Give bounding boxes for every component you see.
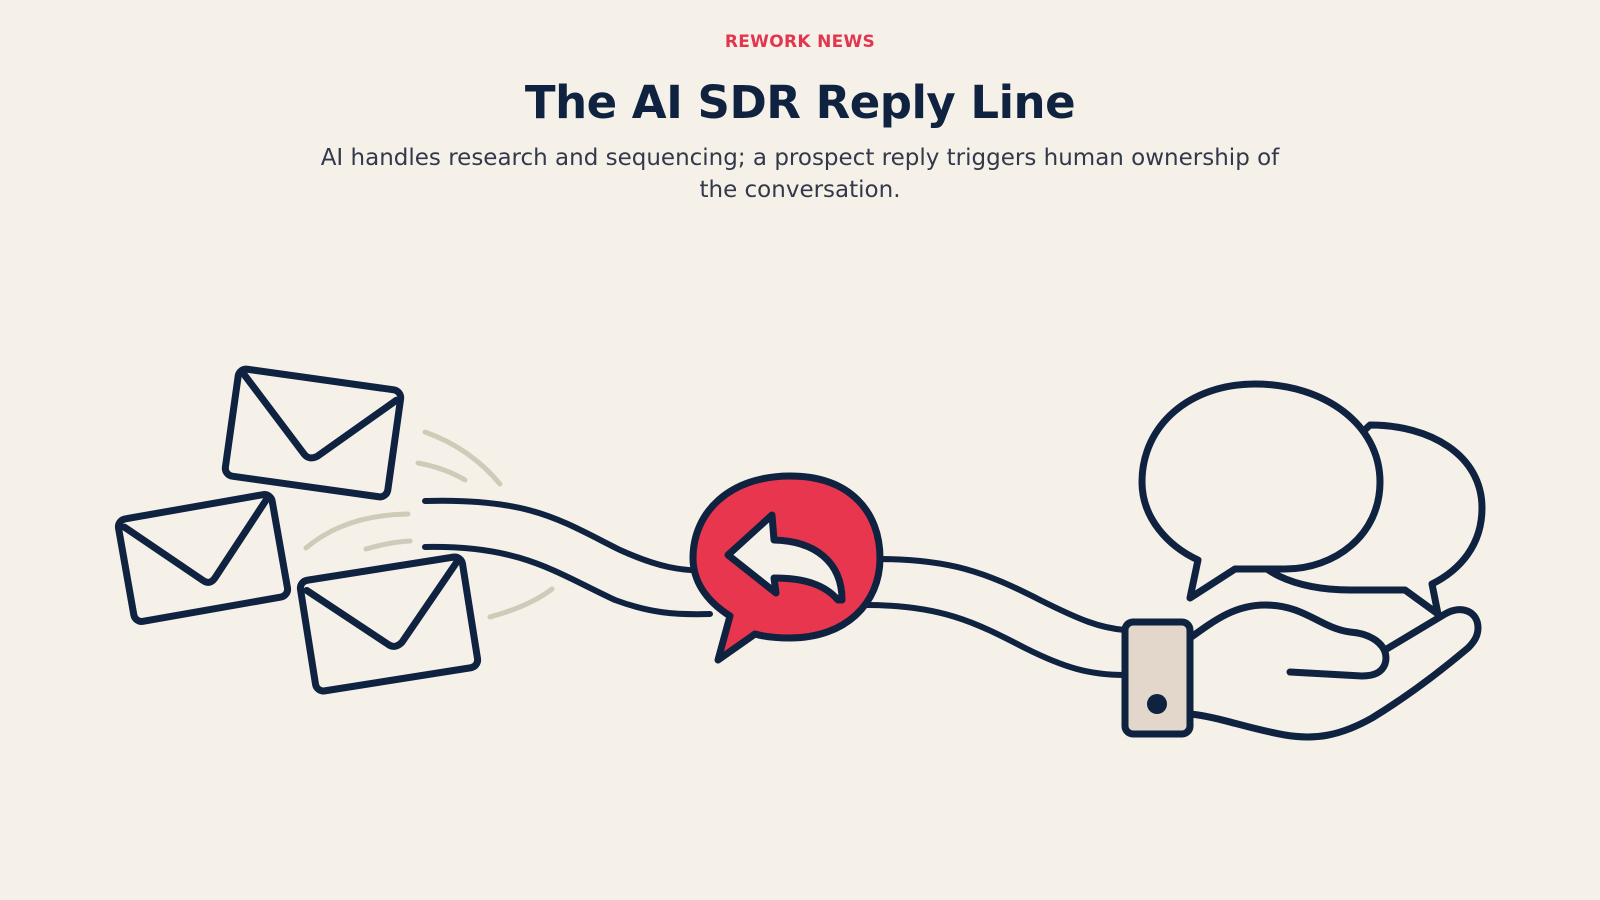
page-subtitle: AI handles research and sequencing; a pr… [320,145,1280,203]
ai-flow-ribbon [422,497,713,618]
speech-bubbles-icon [1138,380,1486,618]
motion-lines [303,429,555,620]
reply-bubble-icon [689,472,884,664]
envelope-icon [221,365,405,501]
envelope-icon [114,491,292,625]
envelope-icon [296,553,482,695]
cuff-button [1147,694,1167,714]
sleeve-cuff [1121,618,1194,738]
kicker-label: REWORK NEWS [724,32,876,52]
page-title: The AI SDR Reply Line [524,76,1076,129]
hand-icon [1121,601,1482,741]
human-flow-ribbon [863,556,1128,678]
